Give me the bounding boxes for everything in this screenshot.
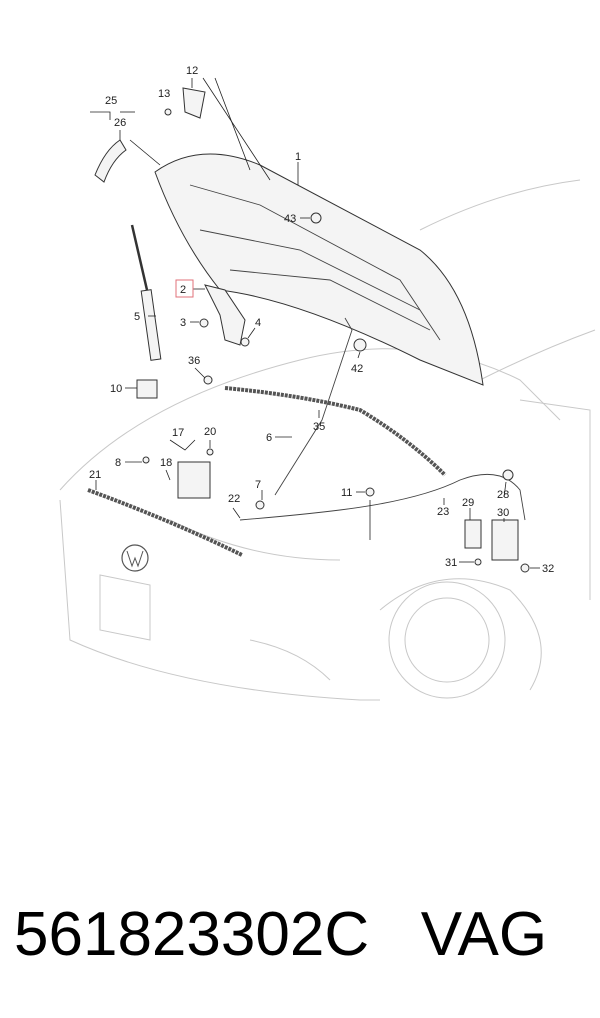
callout-20: 20	[204, 426, 216, 438]
bolt-32	[520, 563, 530, 573]
callout-22: 22	[228, 493, 240, 505]
grommet-43	[310, 212, 322, 224]
callout-2: 2	[180, 284, 186, 296]
bolt-13	[164, 108, 172, 116]
bracket-30	[491, 519, 519, 561]
vw-emblem	[121, 544, 149, 572]
callout-29: 29	[462, 497, 474, 509]
callout-5: 5	[134, 311, 140, 323]
bolt-4	[240, 337, 250, 347]
clip-10	[136, 379, 158, 399]
callout-10: 10	[110, 383, 122, 395]
callout-7: 7	[255, 479, 261, 491]
callout-28: 28	[497, 489, 509, 501]
bolt-31	[474, 558, 482, 566]
callout-labels: 12 13 25 26 1 43 2 5 3 4 36 42 10 35 17 …	[89, 65, 554, 575]
callout-18: 18	[160, 457, 172, 469]
car-body-outline	[59, 179, 596, 701]
strip-25	[94, 139, 127, 183]
grommet-28	[502, 469, 514, 481]
grommet-42	[353, 338, 367, 352]
bolt-20	[206, 448, 214, 456]
grommet-11	[365, 487, 375, 497]
seal-strip	[224, 386, 447, 477]
callout-8: 8	[115, 457, 121, 469]
part-number-caption: 561823302C VAG	[14, 895, 594, 975]
hood-latch	[177, 461, 211, 499]
brand-label: VAG	[420, 900, 548, 969]
hood-panel	[154, 153, 484, 386]
callout-42: 42	[351, 363, 363, 375]
hinge-bracket-12	[182, 87, 206, 119]
callout-13: 13	[158, 88, 170, 100]
callout-6: 6	[266, 432, 272, 444]
callout-17: 17	[172, 427, 184, 439]
callout-23: 23	[437, 506, 449, 518]
callout-31: 31	[445, 557, 457, 569]
callout-12: 12	[186, 65, 198, 77]
highlight-box	[175, 279, 194, 298]
clip-7	[255, 500, 265, 510]
hood-parts-diagram: 12 13 25 26 1 43 2 5 3 4 36 42 10 35 17 …	[59, 65, 596, 701]
leader-lines	[90, 77, 540, 569]
release-cable	[239, 473, 526, 521]
callout-1: 1	[295, 151, 301, 163]
callout-30: 30	[497, 507, 509, 519]
support-rod	[274, 317, 353, 496]
callout-21: 21	[89, 469, 101, 481]
callout-4: 4	[255, 317, 261, 329]
clip-36	[203, 375, 213, 385]
callout-35: 35	[313, 421, 325, 433]
callout-25: 25	[105, 95, 117, 107]
callout-3: 3	[180, 317, 186, 329]
callout-36: 36	[188, 355, 200, 367]
bracket-29	[464, 519, 482, 549]
callout-43: 43	[284, 213, 296, 225]
nut-3	[199, 318, 209, 328]
clip-8	[142, 456, 150, 464]
hood-hinge	[204, 284, 246, 346]
part-number: 561823302C	[14, 900, 370, 969]
caption-spacer	[369, 900, 421, 969]
front-trim-strip	[87, 488, 243, 557]
gas-strut	[130, 224, 162, 361]
callout-26: 26	[114, 117, 126, 129]
callout-32: 32	[542, 563, 554, 575]
callout-11: 11	[341, 487, 352, 499]
